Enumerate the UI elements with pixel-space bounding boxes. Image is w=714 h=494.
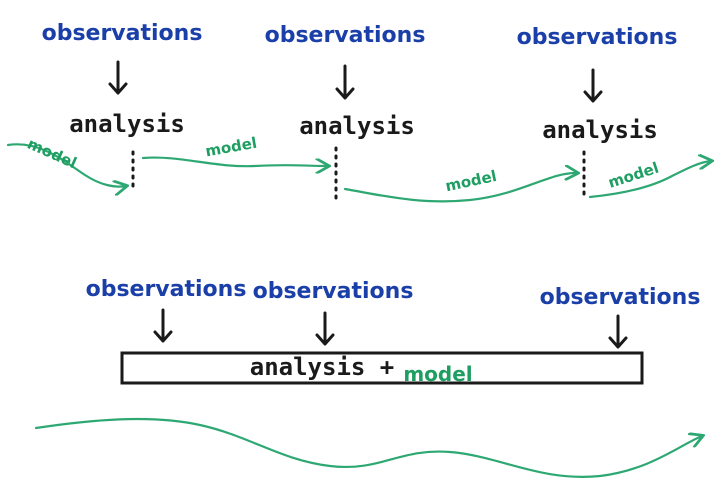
observations-label-3: observations xyxy=(517,25,678,50)
observations-label-5: observations xyxy=(253,279,414,304)
box-analysis-label: analysis + xyxy=(250,353,395,381)
model-forecast-curve-2 xyxy=(141,156,328,167)
model-label-3: model xyxy=(444,167,499,195)
box-model-label: model xyxy=(403,362,472,386)
observations-label-1: observations xyxy=(42,21,203,46)
model-forecast-curve-4 xyxy=(588,161,711,199)
analysis-model-window-box xyxy=(120,351,644,385)
model-label-2: model xyxy=(204,134,258,161)
down-arrow-icon xyxy=(608,314,628,349)
observations-label-6: observations xyxy=(540,285,701,310)
down-arrow-icon xyxy=(108,60,128,95)
down-arrow-icon xyxy=(335,64,355,100)
model-label-1: model xyxy=(25,135,80,173)
model-forecast-curve-3 xyxy=(343,173,577,203)
model-trajectory-curve xyxy=(34,417,702,478)
observations-label-2: observations xyxy=(265,23,426,48)
analysis-label-2: analysis xyxy=(299,112,415,140)
observations-label-4: observations xyxy=(86,277,247,302)
model-forecast-curve-1 xyxy=(6,143,126,186)
model-label-4: model xyxy=(606,159,661,192)
analysis-label-1: analysis xyxy=(69,110,185,138)
down-arrow-icon xyxy=(153,308,173,343)
analysis-label-3: analysis xyxy=(542,116,658,144)
down-arrow-icon xyxy=(315,311,335,346)
down-arrow-icon xyxy=(583,68,603,103)
